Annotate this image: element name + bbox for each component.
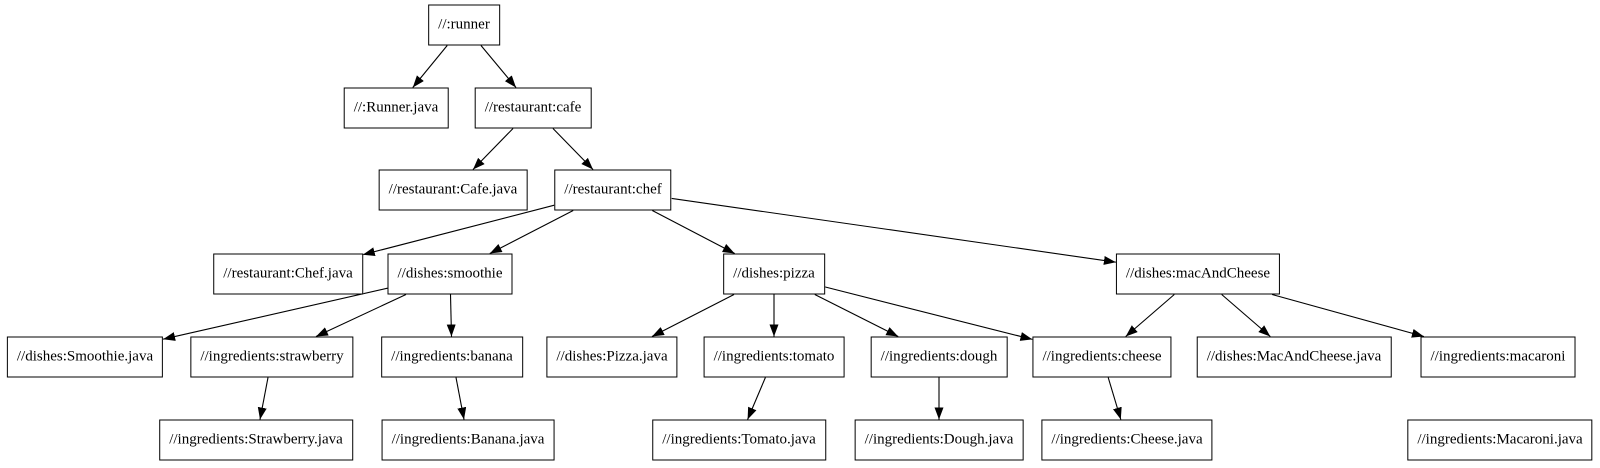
edge-chef-to-smoothie [489,210,574,254]
node-tomato-java: //ingredients:Tomato.java [652,419,826,461]
edge-strawberry-to-strawberry-java [257,377,269,420]
edge-macandcheese-to-cheese [1125,294,1175,337]
node-strawberry: //ingredients:strawberry [190,336,354,378]
node-cafe: //restaurant:cafe [474,87,592,129]
node-runner-java: //:Runner.java [343,87,449,129]
node-macaroni-java: //ingredients:Macaroni.java [1407,419,1593,461]
edge-cafe-to-cafe-java [472,128,514,170]
edge-pizza-to-cheese [824,286,1033,341]
node-macaroni: //ingredients:macaroni [1420,336,1576,378]
node-cheese: //ingredients:cheese [1032,336,1172,378]
node-smoothie: //dishes:smoothie [387,253,513,295]
node-cheese-java: //ingredients:Cheese.java [1041,419,1213,461]
node-dough-java: //ingredients:Dough.java [854,419,1024,461]
edge-tomato-to-tomato-java [747,377,766,420]
node-macandcheese: //dishes:macAndCheese [1115,253,1281,295]
edge-macandcheese-to-macaroni [1271,293,1425,338]
node-chef: //restaurant:chef [554,169,672,211]
node-pizza: //dishes:pizza [723,253,825,295]
edge-pizza-to-dough [814,294,899,337]
node-strawberry-java: //ingredients:Strawberry.java [159,419,353,461]
edge-smoothie-to-strawberry [315,294,407,337]
edge-smoothie-to-smoothie-java [162,287,388,341]
node-smoothie-java: //dishes:Smoothie.java [6,336,164,378]
edge-smoothie-to-banana [446,294,456,337]
node-tomato: //ingredients:tomato [703,336,845,378]
node-pizza-java: //dishes:Pizza.java [546,336,678,378]
edge-runner-to-cafe [480,45,517,88]
edge-cafe-to-chef [552,128,594,170]
edge-runner-to-runner-java [412,45,448,88]
node-runner: //:runner [428,4,500,46]
edge-macandcheese-to-macandcheese-java [1221,294,1271,337]
edge-cheese-to-cheese-java [1107,377,1122,420]
edge-chef-to-chef-java [362,204,555,257]
node-banana-java: //ingredients:Banana.java [381,419,555,461]
node-cafe-java: //restaurant:Cafe.java [378,169,528,211]
node-banana: //ingredients:banana [381,336,523,378]
node-chef-java: //restaurant:Chef.java [213,253,363,295]
edge-pizza-to-pizza-java [651,294,735,337]
node-dough: //ingredients:dough [870,336,1008,378]
edge-chef-to-pizza [652,210,735,254]
node-macandcheese-java: //dishes:MacAndCheese.java [1196,336,1392,378]
edge-chef-to-macandcheese [671,197,1116,265]
edge-banana-to-banana-java [455,377,467,420]
